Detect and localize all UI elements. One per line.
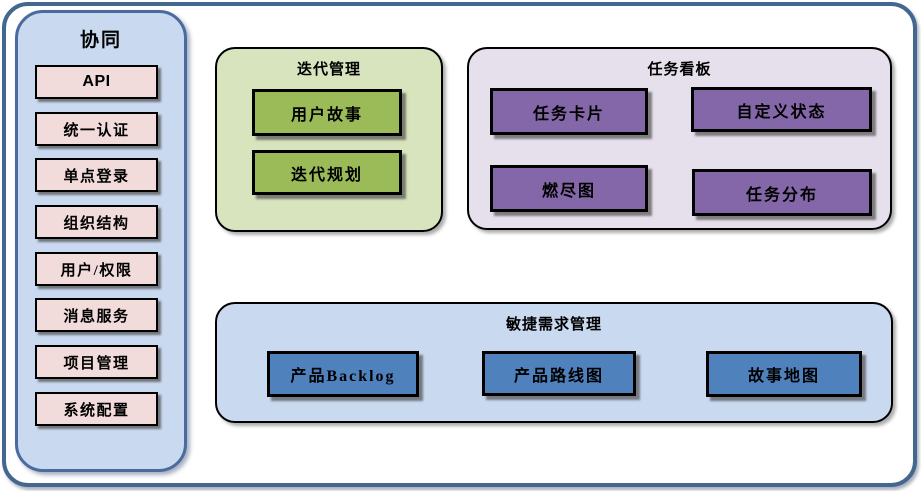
sidebar-item-sso: 单点登录 — [35, 158, 158, 192]
box-burndown-chart: 燃尽图 — [490, 165, 648, 212]
agile-requirements-title: 敏捷需求管理 — [505, 316, 602, 333]
box-story-map: 故事地图 — [706, 351, 862, 397]
box-product-roadmap: 产品路线图 — [482, 351, 636, 396]
sidebar-item-org-structure: 组织结构 — [35, 205, 158, 239]
panel-iteration-management: 迭代管理 用户故事 迭代规划 — [215, 47, 443, 232]
panel-task-board: 任务看板 任务卡片 自定义状态 燃尽图 任务分布 — [467, 47, 892, 230]
task-board-title: 任务看板 — [647, 61, 712, 78]
box-custom-status: 自定义状态 — [691, 87, 872, 132]
sidebar-item-message-service: 消息服务 — [35, 298, 158, 332]
sidebar-item-users-permissions: 用户/权限 — [35, 252, 158, 286]
panel-collaboration: 协同 API 统一认证 单点登录 组织结构 用户/权限 消息服务 项目管理 系统… — [15, 10, 187, 472]
box-iteration-planning: 迭代规划 — [252, 150, 402, 195]
sidebar-item-project-management: 项目管理 — [35, 345, 158, 379]
sidebar-item-system-config: 系统配置 — [35, 392, 158, 426]
panel-agile-requirements: 敏捷需求管理 产品Backlog 产品路线图 故事地图 — [215, 302, 893, 423]
sidebar-item-unified-auth: 统一认证 — [35, 112, 158, 146]
box-product-backlog: 产品Backlog — [267, 351, 419, 397]
box-task-card: 任务卡片 — [490, 88, 648, 135]
box-user-story: 用户故事 — [252, 89, 402, 136]
iteration-management-title: 迭代管理 — [296, 61, 361, 78]
collaboration-title: 协同 — [79, 30, 122, 51]
sidebar-item-api: API — [35, 65, 158, 99]
box-task-distribution: 任务分布 — [692, 169, 872, 216]
